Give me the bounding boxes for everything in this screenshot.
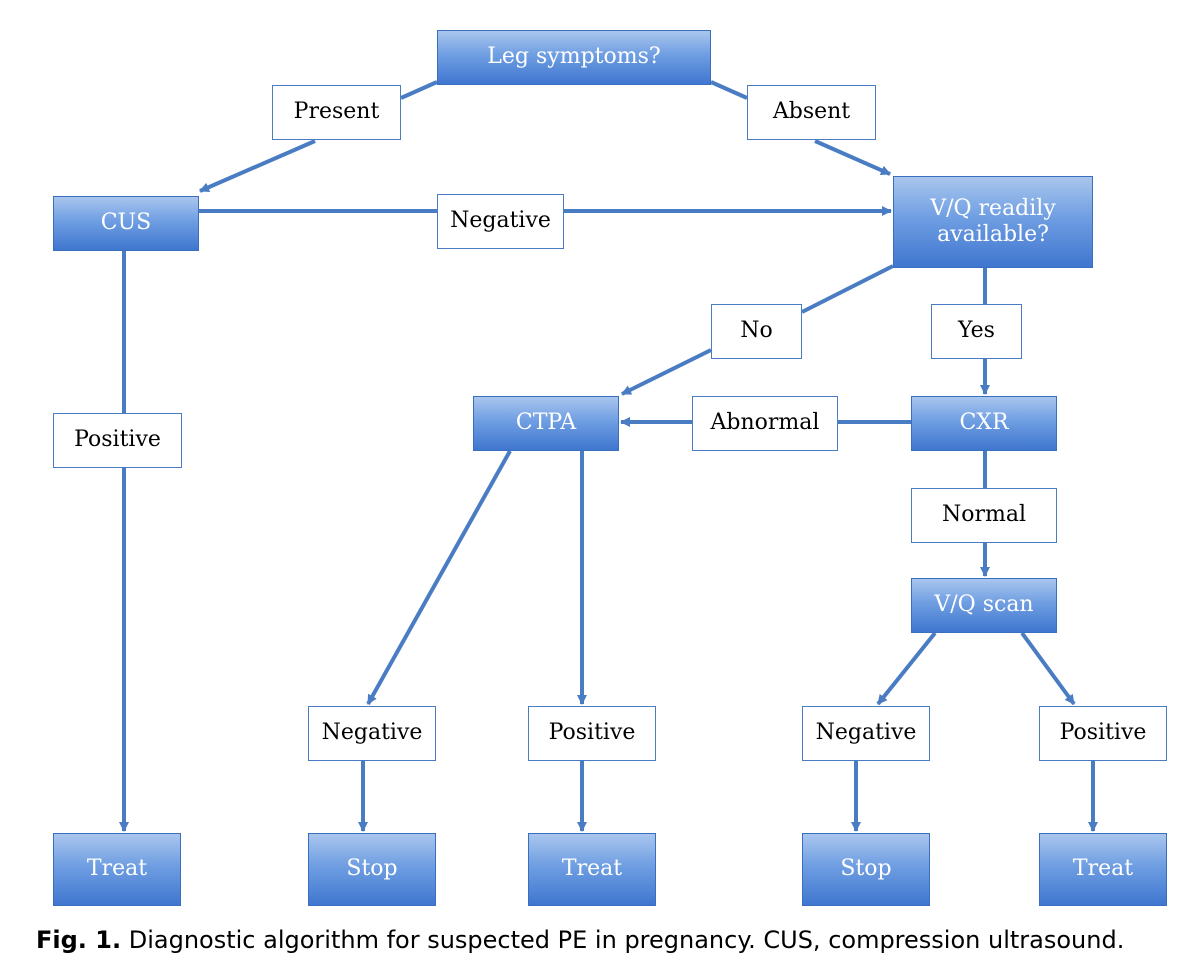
no-label: No	[740, 318, 773, 344]
edge-leg-to-absent	[710, 80, 748, 100]
vq-positive-label-box: Positive	[1039, 706, 1167, 761]
vq-treat-label: Treat	[1072, 856, 1134, 882]
edge-no-to-ctpa	[621, 348, 712, 396]
edge-leg-to-present	[400, 80, 438, 100]
edge-present-to-cus	[199, 139, 316, 193]
cus-positive-label-box: Positive	[53, 413, 182, 468]
yes-label-box: Yes	[931, 304, 1022, 359]
edge-vq-to-no	[801, 264, 894, 314]
cxr-label: CXR	[959, 410, 1009, 436]
vq-negative-label-box: Negative	[802, 706, 930, 761]
cus-treat-box: Treat	[53, 833, 181, 906]
figure-number: Fig. 1.	[36, 926, 122, 954]
vq-scan-label: V/Q scan	[934, 592, 1034, 618]
vq-treat-box: Treat	[1039, 833, 1167, 906]
cxr-box: CXR	[911, 396, 1057, 451]
cus-negative-label: Negative	[450, 208, 551, 234]
ctpa-negative-label-box: Negative	[308, 706, 436, 761]
ctpa-label: CTPA	[515, 410, 577, 436]
cus-positive-label: Positive	[74, 427, 161, 453]
leg-symptoms-label: Leg symptoms?	[487, 44, 661, 70]
vq-stop-label: Stop	[840, 856, 892, 882]
absent-label-box: Absent	[747, 85, 876, 140]
edge-vqscan-to-negative	[876, 631, 937, 706]
present-label: Present	[293, 99, 380, 125]
abnormal-label-box: Abnormal	[692, 396, 838, 451]
ctpa-treat-box: Treat	[528, 833, 656, 906]
cus-treat-label: Treat	[86, 856, 148, 882]
normal-label: Normal	[941, 502, 1027, 528]
present-label-box: Present	[272, 85, 401, 140]
ctpa-positive-label: Positive	[548, 720, 636, 746]
edge-absent-to-vq	[814, 139, 891, 176]
normal-label-box: Normal	[911, 488, 1057, 543]
figure-caption: Fig. 1. Diagnostic algorithm for suspect…	[36, 926, 1186, 954]
leg-symptoms-box: Leg symptoms?	[437, 30, 711, 85]
vq-negative-label: Negative	[815, 720, 917, 746]
vq-scan-box: V/Q scan	[911, 578, 1057, 633]
no-label-box: No	[711, 304, 802, 359]
vq-available-box: V/Q readily available?	[893, 176, 1093, 268]
ctpa-positive-label-box: Positive	[528, 706, 656, 761]
cus-label: CUS	[100, 210, 152, 236]
ctpa-stop-label: Stop	[346, 856, 398, 882]
figure-caption-text: Diagnostic algorithm for suspected PE in…	[128, 926, 1125, 954]
yes-label: Yes	[958, 318, 995, 344]
cus-box: CUS	[53, 196, 199, 251]
vq-stop-box: Stop	[802, 833, 930, 906]
ctpa-negative-label: Negative	[321, 720, 423, 746]
edge-ctpa-to-negative	[366, 450, 512, 705]
ctpa-treat-label: Treat	[561, 856, 623, 882]
absent-label: Absent	[772, 99, 851, 125]
cus-negative-label-box: Negative	[437, 194, 564, 249]
abnormal-label: Abnormal	[710, 410, 820, 436]
edge-vqscan-to-positive	[1020, 631, 1076, 706]
vq-positive-label: Positive	[1059, 720, 1147, 746]
ctpa-stop-box: Stop	[308, 833, 436, 906]
vq-available-label: V/Q readily available?	[930, 195, 1056, 247]
ctpa-box: CTPA	[473, 396, 619, 451]
